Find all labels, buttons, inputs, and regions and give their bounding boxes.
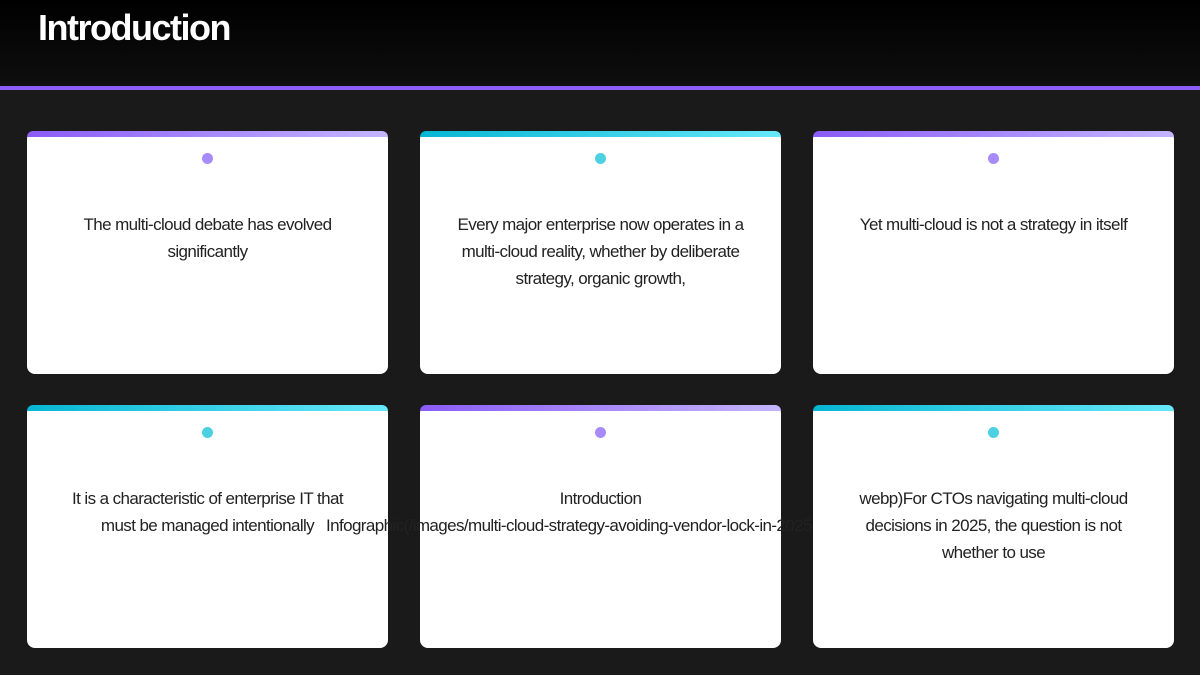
content-card-5: Introduction Infographic(/images/multi-c… xyxy=(326,405,812,648)
card-text: Yet multi-cloud is not a strategy in its… xyxy=(859,215,1128,234)
content-card-2: Every major enterprise now operates in a… xyxy=(420,131,781,374)
page-title: Introduction xyxy=(38,7,231,48)
content-card-3: Yet multi-cloud is not a strategy in its… xyxy=(813,131,1174,374)
card-text-line2: Infographic(/images/multi-cloud-strategy… xyxy=(326,516,812,535)
card-text: webp)For CTOs navigating multi-cloud dec… xyxy=(859,489,1128,562)
card-accent-bar xyxy=(420,405,781,411)
card-text: It is a characteristic of enterprise IT … xyxy=(72,489,344,535)
slide-header: Introduction xyxy=(0,0,1200,86)
content-card-4: It is a characteristic of enterprise IT … xyxy=(27,405,388,648)
bullet-dot-icon xyxy=(202,153,213,164)
card-accent-bar xyxy=(813,405,1174,411)
card-text-line1: Introduction xyxy=(559,489,642,508)
content-card-6: webp)For CTOs navigating multi-cloud dec… xyxy=(813,405,1174,648)
bullet-dot-icon xyxy=(595,427,606,438)
content-card-1: The multi-cloud debate has evolved signi… xyxy=(27,131,388,374)
card-accent-bar xyxy=(27,405,388,411)
header-divider xyxy=(0,86,1200,90)
bullet-dot-icon xyxy=(988,427,999,438)
card-text: Every major enterprise now operates in a… xyxy=(457,215,745,288)
card-accent-bar xyxy=(420,131,781,137)
card-accent-bar xyxy=(27,131,388,137)
bullet-dot-icon xyxy=(595,153,606,164)
bullet-dot-icon xyxy=(202,427,213,438)
card-accent-bar xyxy=(813,131,1174,137)
card-text: Introduction Infographic(/images/multi-c… xyxy=(326,485,812,539)
bullet-dot-icon xyxy=(988,153,999,164)
card-text: The multi-cloud debate has evolved signi… xyxy=(83,215,333,261)
